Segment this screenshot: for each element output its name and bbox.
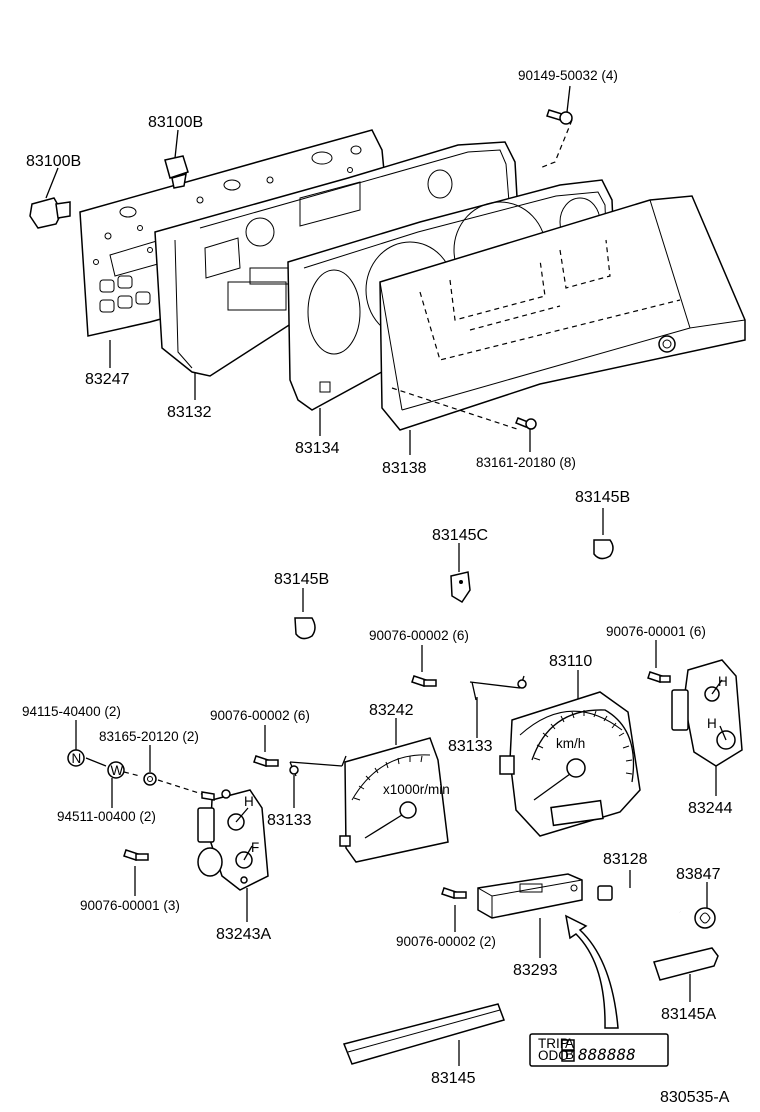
screw-83161-20180	[515, 417, 537, 430]
label-90076-00001-left: 90076-00001 (3)	[80, 898, 180, 913]
label-83100b-top: 83100B	[148, 114, 203, 131]
bulb-socket-left	[29, 197, 71, 229]
label-83847: 83847	[676, 866, 721, 883]
gauge-a-full-mark: F	[251, 840, 259, 855]
tacho-unit-label: x1000r/min	[383, 782, 450, 797]
screw-90076-00002-mid	[411, 675, 437, 687]
combination-meter-glass	[379, 195, 746, 431]
nut: N	[67, 749, 85, 767]
screw-90076-00001-right	[647, 671, 671, 683]
label-83133-right: 83133	[448, 738, 493, 755]
terminal-bracket-left	[289, 755, 347, 777]
label-83138: 83138	[382, 460, 427, 477]
nut-letter: N	[72, 751, 82, 766]
label-83133-left: 83133	[267, 812, 312, 829]
lcd-trip-b: B	[565, 1047, 574, 1062]
diagram-id: 830535-A	[660, 1089, 730, 1106]
leader-lines	[45, 85, 717, 1066]
label-83165-20120: 83165-20120 (2)	[99, 729, 199, 744]
label-94511-00400: 94511-00400 (2)	[57, 809, 156, 824]
clip-83145c	[450, 571, 471, 604]
label-90076-00001-right: 90076-00001 (6)	[606, 624, 706, 639]
label-83145c: 83145C	[432, 527, 488, 544]
screw-90076-00002-bottom	[441, 887, 467, 899]
label-83145: 83145	[431, 1070, 476, 1087]
label-83244: 83244	[688, 800, 733, 817]
reset-knob	[658, 335, 676, 353]
reset-knob-shaft	[597, 885, 681, 914]
label-83145b-left: 83145B	[274, 571, 329, 588]
fuel-temp-gauge-83243a: H F	[197, 789, 269, 891]
washer-letter: W	[111, 763, 124, 778]
label-83128: 83128	[603, 851, 648, 868]
detail-arrow	[564, 914, 619, 1029]
fuel-temp-gauge-83244: H H	[671, 659, 743, 767]
label-83145b-right: 83145B	[575, 489, 630, 506]
label-83161-20180: 83161-20180 (8)	[476, 455, 576, 470]
screw-90149-50032	[539, 109, 573, 169]
lcd-trip-a: A	[565, 1036, 574, 1051]
label-83134: 83134	[295, 440, 340, 457]
screw-90076-00001-left	[123, 849, 149, 861]
gauge-b-full-mark: H	[707, 716, 717, 731]
gauge-b-hot-mark: H	[718, 674, 728, 689]
screw-90076-00002-left	[253, 755, 279, 767]
label-83293: 83293	[513, 962, 558, 979]
gauge-a-hot-mark: H	[244, 794, 254, 809]
plain-washer	[143, 772, 157, 786]
label-83242: 83242	[369, 702, 414, 719]
odometer-lcd-detail: TRIP ODO A B 888888	[529, 1033, 669, 1067]
panel-83145	[342, 1003, 505, 1065]
part-number-labels: 90149-50032 (4) 83100B 83100B 83247 8313…	[22, 68, 733, 1106]
lcd-trip-label: TRIP	[538, 1036, 569, 1051]
label-83132: 83132	[167, 404, 212, 421]
knob-cap-83847	[694, 907, 716, 929]
label-90076-00002-mid: 90076-00002 (6)	[369, 628, 469, 643]
speed-unit-label: km/h	[556, 736, 585, 751]
lcd-odometer-digits: 888888	[578, 1045, 636, 1064]
label-90076-00002-left: 90076-00002 (6)	[210, 708, 310, 723]
tachometer: x1000r/min	[339, 737, 450, 863]
label-83145a: 83145A	[661, 1006, 716, 1023]
bulb-socket-top	[164, 155, 189, 189]
stud-bolt	[201, 791, 215, 801]
terminal-bracket-right	[469, 675, 527, 701]
label-90149-50032: 90149-50032 (4)	[518, 68, 618, 83]
label-94115-40400: 94115-40400 (2)	[22, 704, 121, 719]
odometer-display-module	[477, 873, 583, 919]
label-83243a: 83243A	[216, 926, 271, 943]
label-83100b-left: 83100B	[26, 153, 81, 170]
washer: W	[107, 761, 125, 779]
clip-83145b-left	[294, 617, 316, 640]
meter-assembly	[29, 109, 746, 431]
clip-83145b-right	[593, 539, 614, 560]
cover-83145a	[653, 947, 719, 981]
label-83247: 83247	[85, 371, 130, 388]
lcd-odo-label: ODO	[538, 1048, 569, 1063]
label-90076-00002-bottom: 90076-00002 (2)	[396, 934, 496, 949]
label-83110: 83110	[549, 653, 592, 670]
speedometer: km/h	[499, 691, 641, 837]
